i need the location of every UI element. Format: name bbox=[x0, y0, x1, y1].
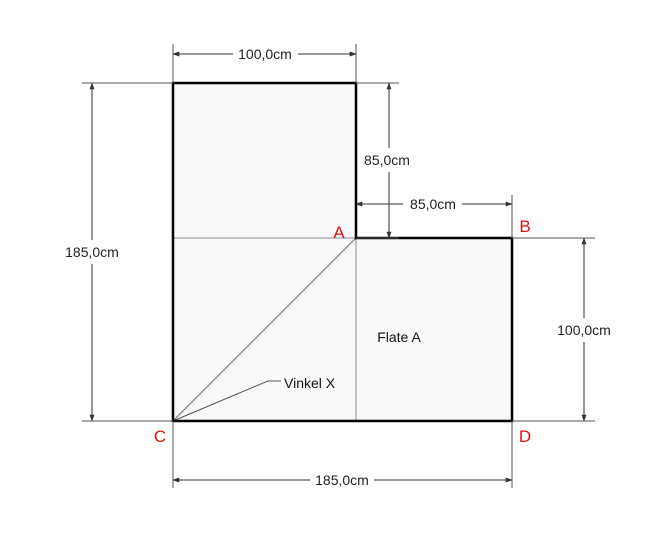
dimension-label-top-width: 100,0cm bbox=[238, 46, 292, 62]
diagonal-line-c-to-a bbox=[172, 237, 357, 422]
point-label-d: D bbox=[519, 427, 531, 446]
point-label-a: A bbox=[333, 223, 345, 242]
angle-ray-line bbox=[172, 380, 269, 422]
dimension-label-total-height: 185,0cm bbox=[65, 244, 119, 260]
point-label-b: B bbox=[519, 217, 530, 236]
dimension-label-step-width: 85,0cm bbox=[410, 196, 456, 212]
dimension-label-upper-drop: 85,0cm bbox=[364, 152, 410, 168]
area-label: Flate A bbox=[377, 329, 421, 345]
point-label-c: C bbox=[154, 427, 166, 446]
angle-label: Vinkel X bbox=[284, 375, 336, 391]
dimension-label-right-height: 100,0cm bbox=[557, 322, 611, 338]
dimension-label-bottom-width: 185,0cm bbox=[315, 472, 369, 488]
